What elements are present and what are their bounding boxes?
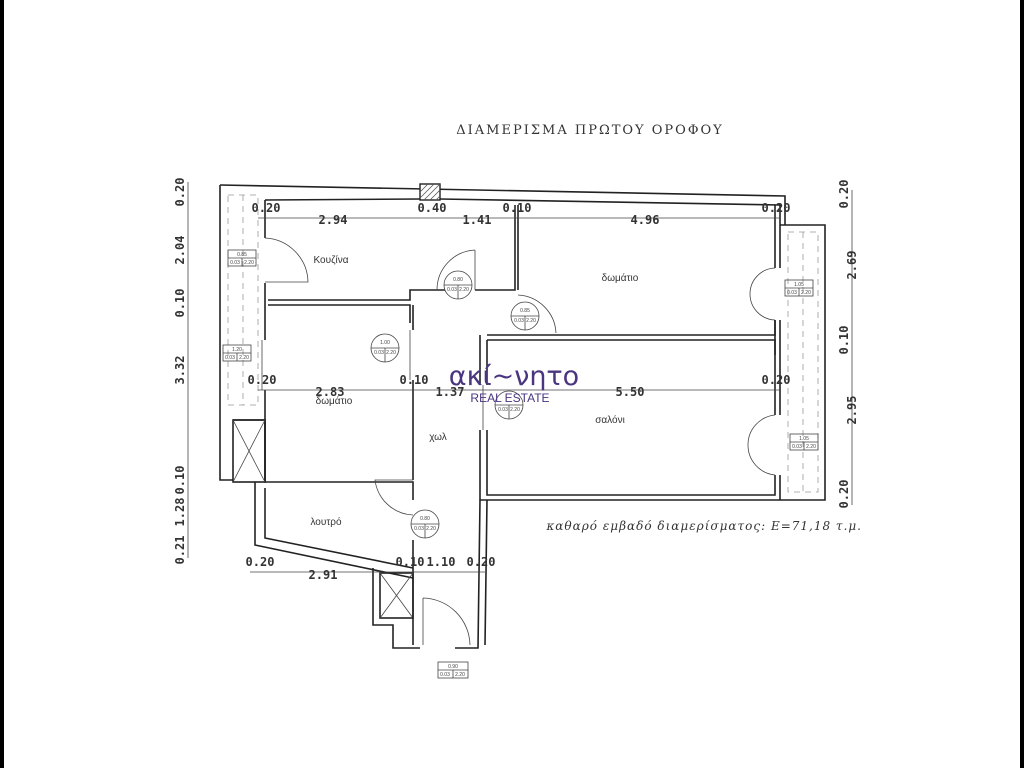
svg-text:2.20: 2.20	[386, 350, 396, 356]
dim-label: 1.10	[427, 555, 456, 569]
svg-text:2.20: 2.20	[510, 407, 520, 413]
balcony-tiles	[227, 194, 819, 493]
dim-label: 0.21	[173, 536, 187, 565]
dim-label: 0.20	[173, 178, 187, 207]
svg-text:0.03: 0.03	[225, 355, 235, 361]
svg-text:1.05: 1.05	[799, 436, 809, 442]
dim-label: 0.20	[762, 201, 791, 215]
svg-text:0.03: 0.03	[447, 287, 457, 293]
opening-tag: 0.85 0.03 2.20	[510, 301, 540, 331]
dim-label: 0.10	[400, 373, 429, 387]
door-swings	[261, 237, 776, 646]
dim-label: 0.20	[248, 373, 277, 387]
room-hall: χωλ	[429, 432, 447, 443]
room-bathroom: λουτρό	[310, 516, 342, 528]
net-area-label: καθαρό εμβαδό διαμερίσματος: Ε=71,18 τ.μ…	[545, 519, 862, 533]
dim-label: 0.10	[837, 326, 851, 355]
dim-label: 0.10	[396, 555, 425, 569]
svg-text:0.80: 0.80	[453, 277, 463, 283]
svg-text:0.03: 0.03	[792, 444, 802, 450]
svg-text:2.20: 2.20	[426, 526, 436, 532]
dim-label: 3.32	[173, 356, 187, 385]
opening-tag: 0.80 0.03 2.20	[410, 509, 440, 539]
svg-text:2.20: 2.20	[244, 260, 254, 266]
svg-text:0.85: 0.85	[520, 308, 530, 314]
walls	[219, 183, 826, 649]
dim-label: 0.40	[418, 201, 447, 215]
svg-text:0.03: 0.03	[498, 407, 508, 413]
svg-text:0.03: 0.03	[374, 350, 384, 356]
dim-label: 0.20	[467, 555, 496, 569]
svg-text:0.03: 0.03	[414, 526, 424, 532]
dim-label: 0.20	[246, 555, 275, 569]
dim-label: 2.83	[316, 385, 345, 399]
dim-label: 0.10	[503, 201, 532, 215]
dim-label: 0.20	[837, 480, 851, 509]
svg-text:0.03: 0.03	[440, 672, 450, 678]
opening-tag: 1.20 0.03 2.20	[222, 344, 252, 362]
plan-title: ΔΙΑΜΕΡΙΣΜΑ ΠΡΩΤΟΥ ΟΡΟΦΟΥ	[456, 123, 723, 138]
svg-text:0.90: 0.90	[448, 664, 458, 670]
room-living: σαλόνι	[595, 414, 625, 426]
opening-tag: 1.05 0.03 2.20	[789, 433, 819, 451]
opening-tag: 1.00 0.03 2.20	[370, 333, 400, 363]
dimensions-top: 0.20 2.94 0.40 1.41 0.10 4.96 0.20	[252, 201, 791, 227]
room-bedroom-right: δωμάτιο	[602, 272, 639, 284]
dim-label: 5.50	[616, 385, 645, 399]
svg-text:1.00: 1.00	[380, 340, 390, 346]
dim-label: 2.94	[319, 213, 348, 227]
watermark-brand: ακί~νητο	[449, 361, 579, 392]
opening-tag: 0.03 2.20	[494, 390, 524, 420]
svg-text:2.20: 2.20	[459, 287, 469, 293]
dimensions-bottom: 0.20 2.91 0.10 1.10 0.20	[246, 555, 496, 582]
dim-label: 1.37	[436, 385, 465, 399]
dim-label: 0.20	[252, 201, 281, 215]
room-bedroom-left: δωμάτιο	[316, 395, 353, 407]
room-kitchen: Κουζίνα	[314, 254, 349, 266]
dimensions-middle: 0.20 2.83 0.10 1.37 5.50 0.20	[248, 373, 791, 399]
svg-text:2.20: 2.20	[806, 444, 816, 450]
dimensions-right: 0.20 2.69 0.10 2.95 0.20	[837, 180, 859, 509]
opening-tag: 0.90 0.03 2.20	[437, 661, 469, 679]
svg-text:2.20: 2.20	[455, 672, 465, 678]
dim-label: 2.91	[309, 568, 338, 582]
dim-label: 4.96	[631, 213, 660, 227]
room-labels: Κουζίνα δωμάτιο δωμάτιο χωλ σαλόνι λουτρ…	[310, 254, 638, 528]
watermark-logo: ακί~νητο REAL ESTATE	[449, 361, 579, 405]
svg-text:2.20: 2.20	[526, 318, 536, 324]
dim-label: 2.95	[845, 396, 859, 425]
svg-text:0.80: 0.80	[420, 516, 430, 522]
svg-text:1.20: 1.20	[232, 347, 242, 353]
svg-text:0.85: 0.85	[237, 252, 247, 258]
dim-label: 1.28	[173, 498, 187, 527]
dimensions-left: 0.20 2.04 0.10 3.32 0.10 1.28 0.21	[173, 178, 187, 565]
svg-text:0.03: 0.03	[787, 290, 797, 296]
watermark-subtitle: REAL ESTATE	[470, 391, 549, 405]
opening-tag: 0.85 0.03 2.20	[227, 249, 257, 267]
opening-tag: 1.05 0.03 2.20	[784, 279, 814, 297]
dim-label: 1.41	[463, 213, 492, 227]
dim-label: 0.10	[173, 289, 187, 318]
svg-text:2.20: 2.20	[239, 355, 249, 361]
dim-label: 0.10	[173, 466, 187, 495]
svg-text:1.05: 1.05	[794, 282, 804, 288]
svg-text:2.20: 2.20	[801, 290, 811, 296]
dimension-lines	[187, 182, 853, 573]
dim-label: 2.69	[845, 251, 859, 280]
dim-label: 2.04	[173, 236, 187, 265]
dim-label: 0.20	[837, 180, 851, 209]
svg-text:0.03: 0.03	[230, 260, 240, 266]
opening-tags: 0.85 0.03 2.20 1.20 0.03 2.20 1.05 0.03 …	[222, 249, 819, 679]
svg-text:0.03: 0.03	[514, 318, 524, 324]
dim-label: 0.20	[762, 373, 791, 387]
opening-tag: 0.80 0.03 2.20	[443, 270, 473, 300]
